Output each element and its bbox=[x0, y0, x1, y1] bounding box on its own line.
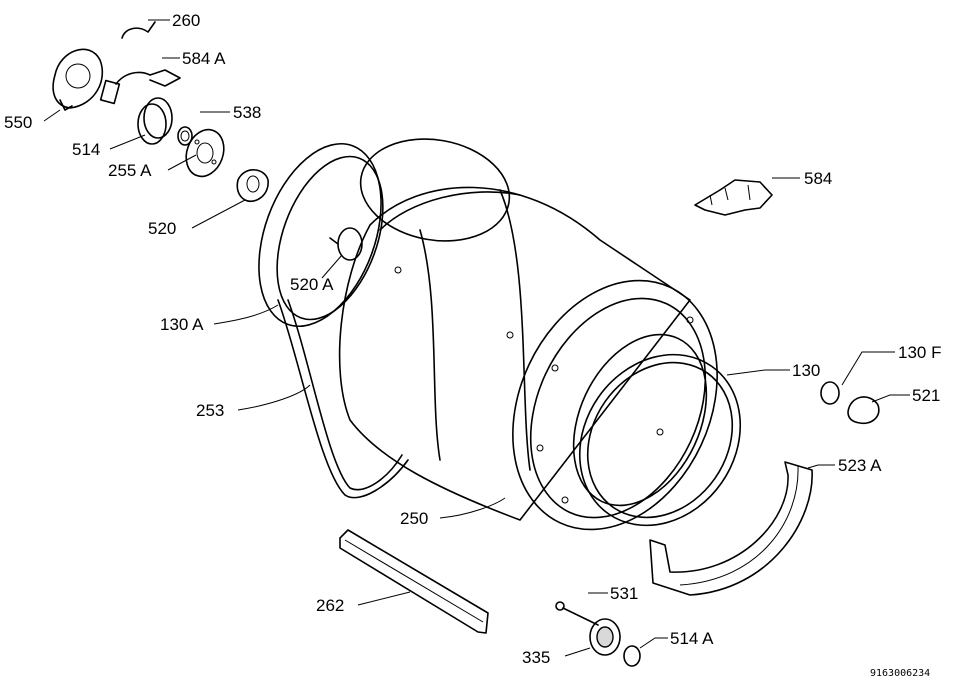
pin-531 bbox=[555, 601, 599, 626]
axle-520a bbox=[329, 227, 363, 261]
strip-523a bbox=[649, 461, 813, 596]
drawing-code: 9163006234 bbox=[870, 668, 930, 679]
part-labels: 260 584 A 550 538 514 255 A 520 520 A 58… bbox=[4, 11, 941, 679]
label-130a: 130 A bbox=[160, 315, 204, 334]
cap-521 bbox=[847, 396, 880, 425]
drum-250 bbox=[338, 186, 718, 531]
belt-253 bbox=[277, 299, 409, 499]
label-514: 514 bbox=[72, 140, 100, 159]
label-538: 538 bbox=[233, 103, 261, 122]
flange-255a bbox=[185, 128, 225, 178]
label-262: 262 bbox=[316, 596, 344, 615]
label-130: 130 bbox=[792, 361, 820, 380]
switch-584 bbox=[694, 179, 773, 216]
rear-seal-130a bbox=[258, 138, 511, 328]
label-335: 335 bbox=[522, 648, 550, 667]
label-584: 584 bbox=[804, 169, 832, 188]
label-550: 550 bbox=[4, 113, 32, 132]
bearing-514 bbox=[137, 97, 173, 145]
label-130f: 130 F bbox=[898, 343, 941, 362]
label-255a: 255 A bbox=[108, 161, 152, 180]
label-253: 253 bbox=[196, 401, 224, 420]
ring-538 bbox=[177, 126, 193, 146]
label-514a: 514 A bbox=[670, 629, 714, 648]
roller-335 bbox=[589, 618, 621, 656]
bearing-housing-550 bbox=[52, 48, 104, 111]
label-520a: 520 A bbox=[290, 275, 334, 294]
bar-262 bbox=[339, 529, 489, 634]
bushing-514a bbox=[623, 645, 641, 667]
label-521: 521 bbox=[912, 386, 940, 405]
label-523a: 523 A bbox=[838, 456, 882, 475]
sensor-584a bbox=[99, 69, 181, 105]
label-531: 531 bbox=[610, 584, 638, 603]
spring-260 bbox=[121, 21, 156, 39]
leader-lines bbox=[43, 19, 910, 657]
axle-plate-520 bbox=[236, 169, 269, 202]
label-584a: 584 A bbox=[182, 49, 226, 68]
label-250: 250 bbox=[400, 509, 428, 528]
label-520: 520 bbox=[148, 219, 176, 238]
label-260: 260 bbox=[172, 11, 200, 30]
front-seal-130 bbox=[578, 353, 742, 527]
oring-130f bbox=[820, 381, 840, 405]
